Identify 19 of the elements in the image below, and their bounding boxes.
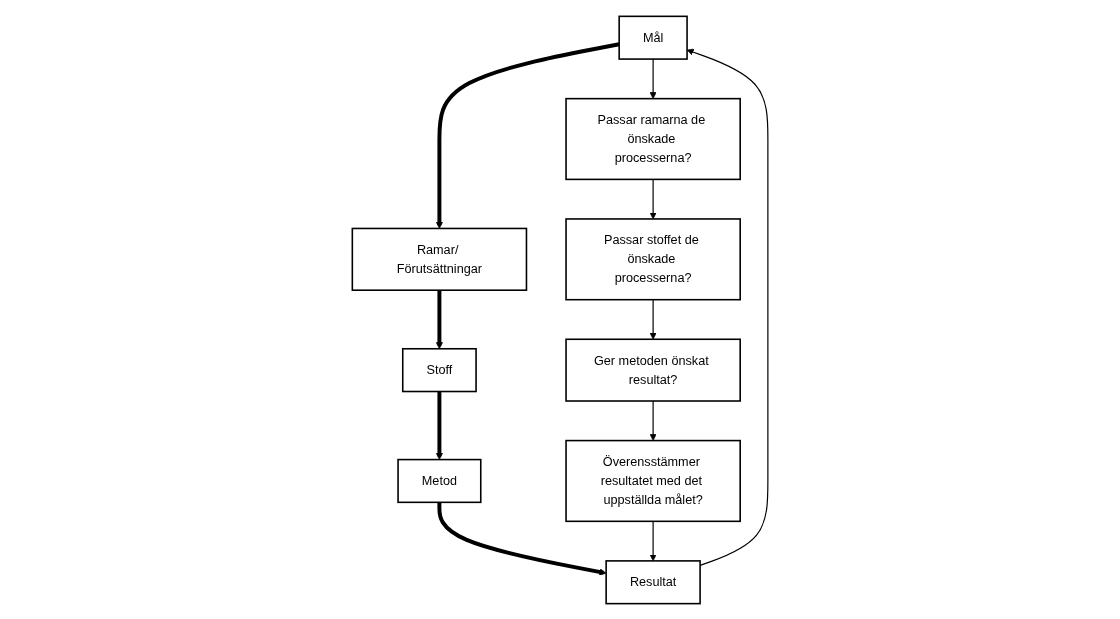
arrow [686, 48, 769, 566]
node-box: Stoff [401, 347, 477, 392]
node-box: Passar ramarna de önskade processerna? [565, 97, 741, 180]
arrow [649, 298, 657, 340]
node-box: Överensstämmer resultatet med det uppställda målet? [565, 439, 741, 522]
arrow [649, 520, 657, 561]
arrow [437, 501, 607, 575]
node-box: Metod [397, 458, 482, 503]
arrow [435, 391, 443, 460]
arrow [435, 289, 443, 349]
node-box: Ramar/ Förutsättningar [351, 227, 528, 291]
arrow [649, 399, 657, 441]
node-box: Passar stoffet de önskade processerna? [565, 217, 741, 300]
arrow [435, 41, 620, 229]
arrow [649, 58, 657, 99]
node-box: Mål [618, 15, 688, 60]
node-box: Ger metoden önskat resultat? [565, 338, 741, 402]
node-box: Resultat [605, 559, 701, 604]
arrow [649, 178, 657, 219]
